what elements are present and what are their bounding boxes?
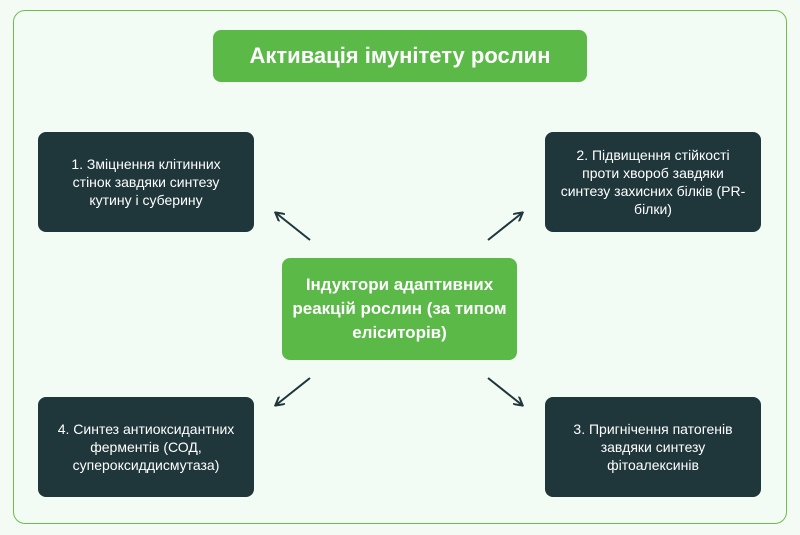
box-pr-proteins: 2. Підвищення стійкості проти хвороб зав… bbox=[545, 132, 761, 232]
diagram-title: Активація імунітету рослин bbox=[213, 30, 587, 82]
box-phytoalexins: 3. Пригнічення патогенів завдяки синтезу… bbox=[545, 397, 761, 497]
arrow-to-box-1 bbox=[276, 213, 311, 241]
box-antioxidant: 4. Синтез антиоксидантних ферментів (СОД… bbox=[38, 397, 254, 497]
arrow-to-box-4 bbox=[276, 377, 311, 405]
arrow-to-box-2 bbox=[487, 213, 522, 241]
arrow-to-box-3 bbox=[487, 377, 522, 405]
center-inductors: Індуктори адаптивних реакцій рослин (за … bbox=[282, 258, 517, 360]
box-cell-wall: 1. Зміцнення клітинних стінок завдяки си… bbox=[38, 132, 254, 232]
